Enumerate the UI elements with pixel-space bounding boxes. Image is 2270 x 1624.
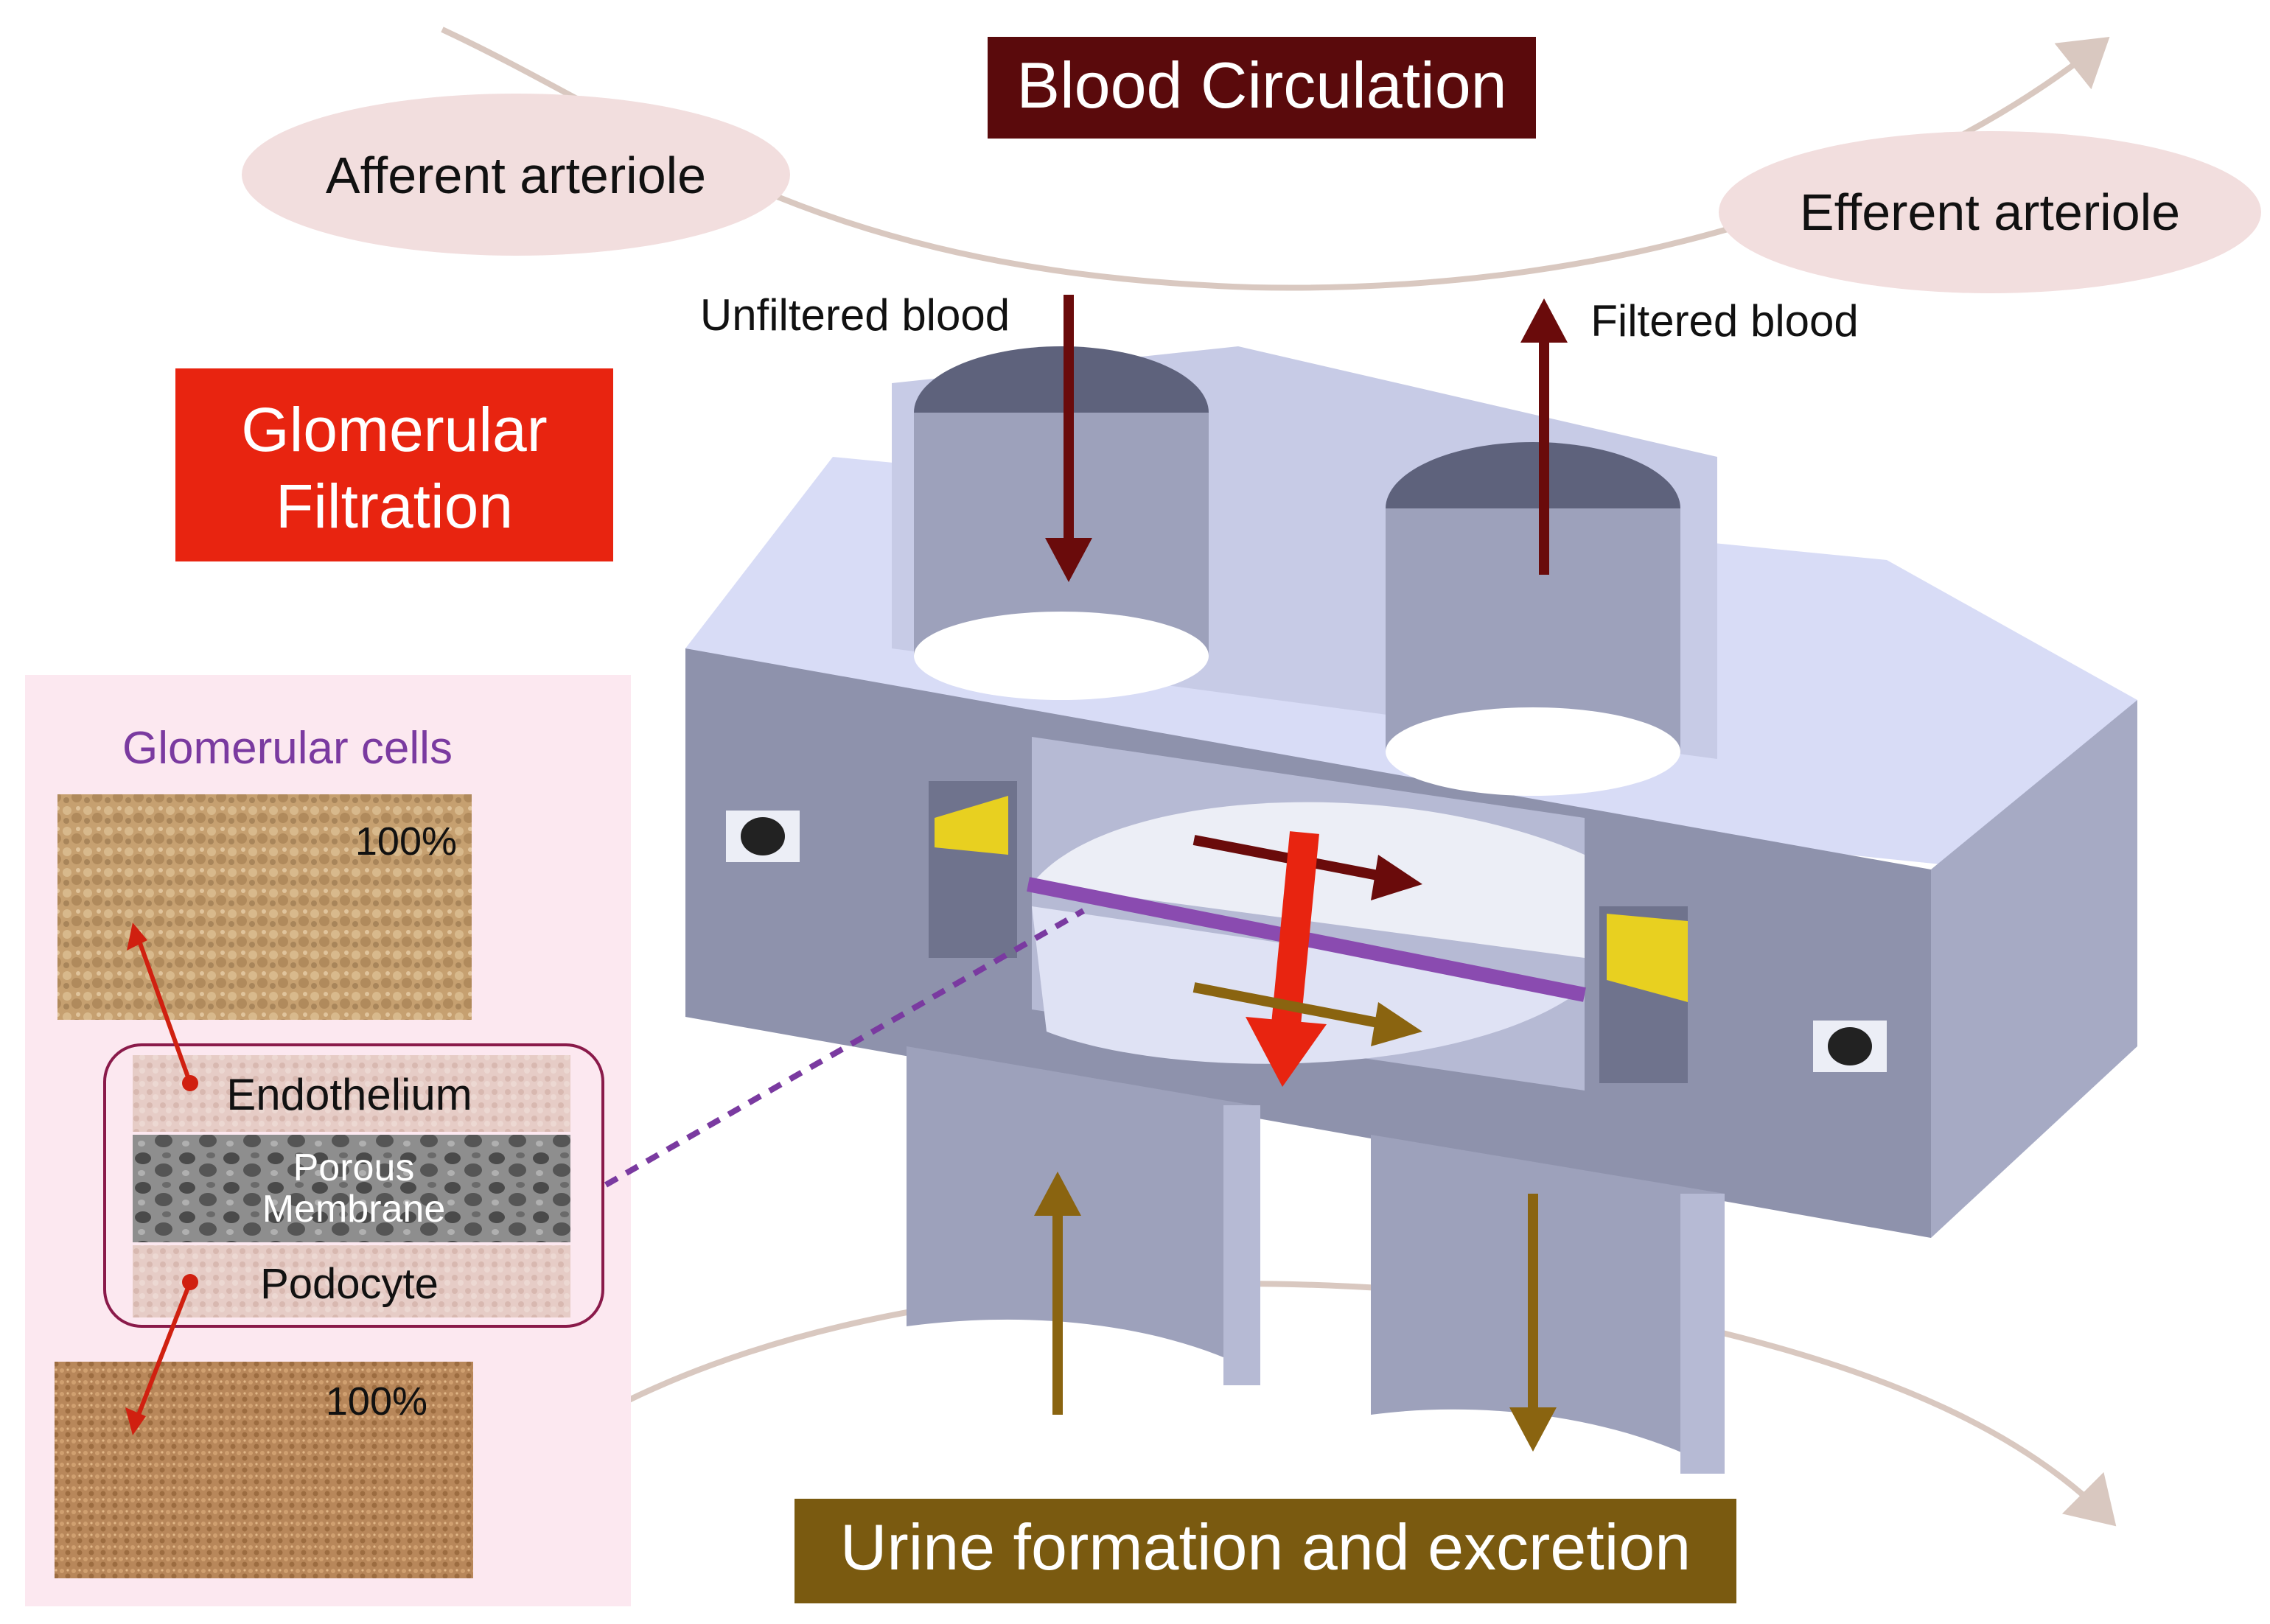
lower-inlet-port (907, 1046, 1253, 1371)
efferent-arteriole-bubble (1719, 131, 2261, 293)
urine-formation-label: Urine formation and excretion (840, 1511, 1691, 1583)
podocyte-layer (133, 1245, 570, 1317)
blood-circulation-label: Blood Circulation (1016, 49, 1506, 122)
afferent-arteriole-label: Afferent arteriole (326, 147, 706, 204)
endothelium-label: Endothelium (226, 1070, 472, 1119)
membrane-link-dashed (604, 908, 1085, 1188)
right-clamp (1607, 914, 1688, 1002)
left-screw-hole (741, 817, 785, 855)
efferent-arteriole-label: Efferent arteriole (1800, 183, 2180, 241)
filtered-blood-label: Filtered blood (1590, 296, 1859, 346)
porous-membrane-label-2: Membrane (262, 1188, 446, 1231)
podocyte-micrograph (55, 1362, 473, 1578)
lower-chamber (1032, 906, 1585, 1064)
porous-membrane-layer (133, 1135, 570, 1242)
glomerular-filtration-line2: Filtration (276, 472, 513, 541)
urine-formation-banner (794, 1499, 1736, 1603)
podocyte-label: Podocyte (260, 1260, 439, 1308)
porous-membrane-label-1: Porous (293, 1147, 415, 1189)
unfiltered-blood-label: Unfiltered blood (700, 290, 1010, 340)
chip-device (685, 346, 2137, 1474)
bottom-confluence-label: 100% (326, 1379, 427, 1424)
urine-vessel-curve (469, 1281, 2117, 1527)
top-confluence-label: 100% (355, 819, 457, 864)
blood-circulation-banner (988, 37, 1536, 139)
glomerular-cells-title: Glomerular cells (122, 723, 453, 774)
lower-outlet-port (1371, 1135, 1725, 1474)
glomerular-filtration-box (175, 368, 613, 561)
glomerular-filtration-line1: Glomerular (241, 395, 547, 464)
left-clamp (935, 796, 1008, 855)
endothelium-micrograph (57, 794, 472, 1020)
afferent-arteriole-bubble (242, 94, 790, 256)
endothelium-layer (133, 1055, 570, 1132)
right-screw-hole (1828, 1027, 1872, 1065)
connector-arrows (125, 923, 198, 1435)
flow-arrow-icon (1034, 295, 1568, 1452)
